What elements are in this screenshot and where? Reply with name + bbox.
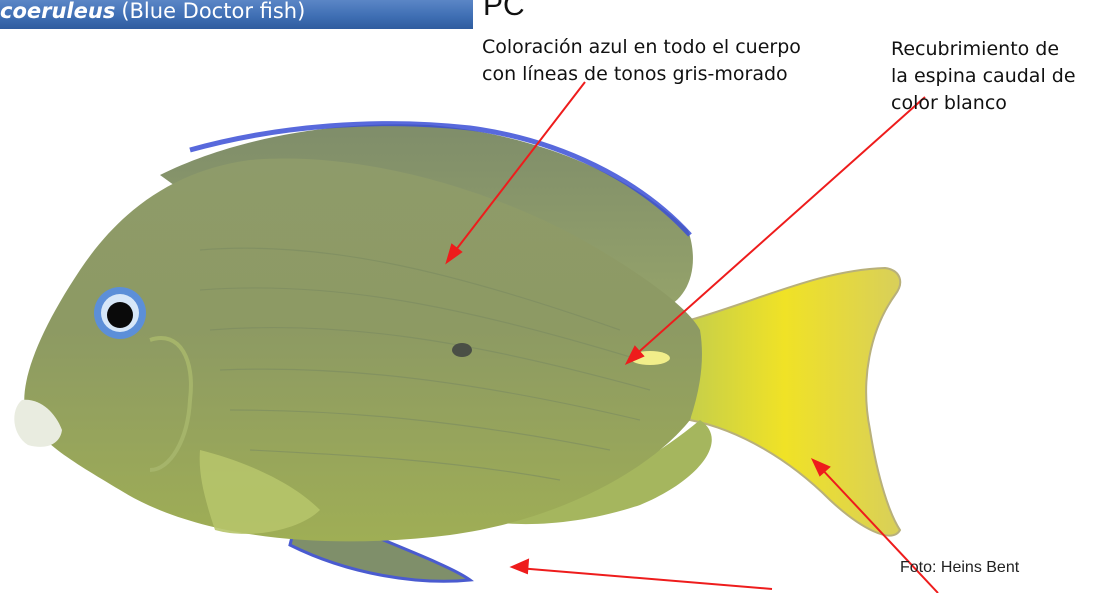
arrow-anal-fin [517,567,773,590]
pectoral-fin [199,450,320,534]
arrow-tail [817,464,939,593]
common-name: (Blue Doctor fish) [121,0,306,23]
fish-body [24,158,702,542]
arrow-caudal-spine [631,96,926,359]
photo-credit: Foto: Heins Bent [900,559,1020,576]
title-banner: coeruleus(Blue Doctor fish) [0,0,473,29]
arrow-body [451,81,586,256]
species-name: coeruleus [0,0,116,23]
annotation-body-coloration: Coloración azul en todo el cuerpo con lí… [482,36,801,85]
pc-label: PC [483,0,525,22]
tail-fin [689,266,902,537]
annotation-caudal-spine: Recubrimiento de la espina caudal de col… [891,38,1076,114]
